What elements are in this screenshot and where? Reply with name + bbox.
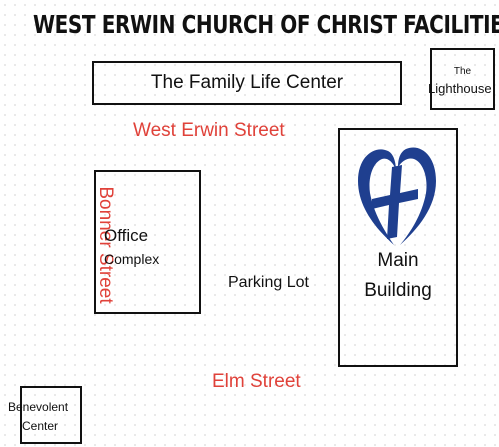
benevolent-center-label-line2: Center: [22, 419, 59, 433]
main-building-label-line2: Building: [364, 280, 432, 301]
office-complex-label-line2: Complex: [104, 251, 160, 267]
benevolent-center-building: [20, 386, 82, 444]
lighthouse-building: [430, 48, 495, 110]
lighthouse-label-line2: Lighthouse: [428, 81, 492, 96]
office-complex-label-line1: Office: [104, 226, 149, 245]
main-building: [338, 128, 458, 367]
family-life-center-building: [92, 61, 402, 105]
family-life-center-label: The Family Life Center: [150, 72, 344, 93]
office-complex-building: [94, 170, 201, 314]
elm-street-label: Elm Street: [212, 371, 301, 392]
benevolent-center-label-line1: Benevolent: [8, 400, 69, 414]
parking-lot-label: Parking Lot: [228, 274, 309, 291]
map-title: WEST ERWIN CHURCH OF CHRIST FACILITIES: [33, 10, 499, 39]
main-building-label-line1: Main: [377, 250, 419, 271]
heart-cross-icon: [358, 147, 436, 245]
west-erwin-street-label: West Erwin Street: [133, 120, 285, 141]
lighthouse-label-line1: The: [453, 66, 472, 77]
